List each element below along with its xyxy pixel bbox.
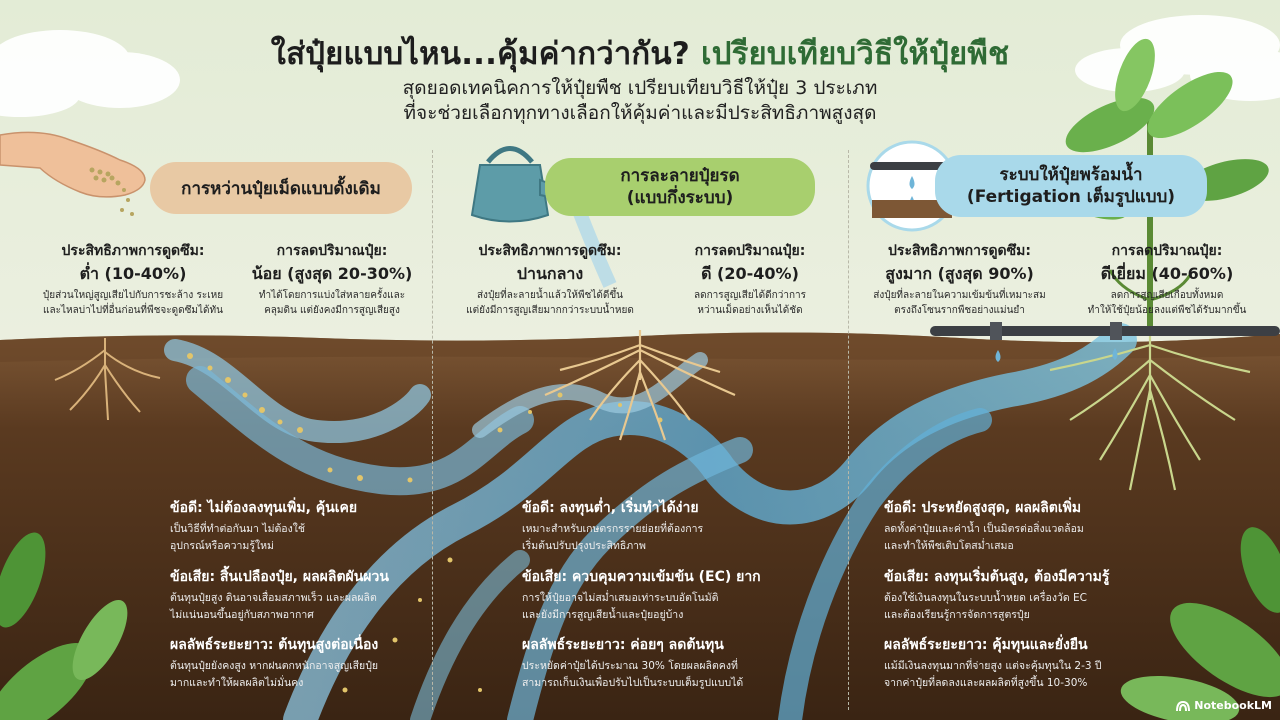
stat-desc-line-2: คลุมดิน แต่ยังคงมีการสูญเสียสูง — [264, 305, 400, 316]
title-main: ใส่ปุ๋ยแบบไหน...คุ้มค่ากว่ากัน? — [270, 36, 690, 72]
page-title: ใส่ปุ๋ยแบบไหน...คุ้มค่ากว่ากัน? เปรียบเท… — [0, 28, 1280, 78]
column-divider — [848, 150, 849, 710]
cloud-left — [0, 30, 180, 117]
pros-line-2: และทำให้พืชเติบโตสม่ำเสมอ — [884, 540, 1014, 552]
stat-label: ประสิทธิภาพการดูดซึม: — [61, 243, 205, 259]
longterm-line-1: ประหยัดค่าปุ๋ยได้ประมาณ 30% โดยผลผลิตคงท… — [522, 660, 738, 672]
pros-line-2: เริ่มต้นปรับปรุงประสิทธิภาพ — [522, 540, 646, 552]
cons-title: ข้อเสีย: ควบคุมความเข้มข้น (EC) ยาก — [522, 569, 761, 585]
roots-middle — [544, 330, 736, 441]
brand-name: NotebookLM — [1194, 699, 1272, 712]
method-1-title: การหว่านปุ๋ยเม็ดแบบดั้งเดิม — [150, 162, 412, 214]
stat-label: ประสิทธิภาพการดูดซึม: — [478, 243, 622, 259]
stat-desc-line-1: ทำได้โดยการแบ่งใส่หลายครั้งและ — [258, 290, 406, 301]
drip-icon-illustration — [866, 140, 958, 232]
method-1-stat-reduction: การลดปริมาณปุ๋ย: น้อย (สูงสุด 20-30%) ทำ… — [232, 240, 432, 317]
method-1-cons: ข้อเสีย: สิ้นเปลืองปุ๋ย, ผลผลิตผันผวน ต้… — [170, 566, 450, 622]
method-3-title: ระบบให้ปุ๋ยพร้อมน้ำ (Fertigation เต็มรูป… — [935, 155, 1207, 217]
water-flows — [164, 323, 1137, 720]
stat-desc-line-1: ส่งปุ๋ยที่ละลายน้ำแล้วให้พืชได้ดีขึ้น — [476, 290, 624, 301]
stat-desc-line-2: ตรงถึงโซนรากพืชอย่างแม่นยำ — [894, 305, 1025, 316]
longterm-line-2: จากค่าปุ๋ยที่ลดลงและผลผลิตที่สูงขึ้น 10-… — [884, 677, 1088, 689]
stat-value: น้อย (สูงสุด 20-30%) — [251, 264, 413, 283]
stat-value: สูงมาก (สูงสุด 90%) — [885, 264, 1034, 283]
notebooklm-logo-icon — [1176, 700, 1191, 711]
stat-label: การลดปริมาณปุ๋ย: — [276, 243, 388, 259]
title-accent: เปรียบเทียบวิธีให้ปุ๋ยพืช — [700, 36, 1010, 72]
brand-badge: NotebookLM — [1176, 699, 1272, 712]
stat-label: ประสิทธิภาพการดูดซึม: — [888, 243, 1031, 259]
stat-desc-line-2: ทำให้ใช้ปุ๋ยน้อยลงแต่พืชได้รับมากขึ้น — [1087, 305, 1247, 316]
roots-left — [54, 338, 161, 421]
method-1-pros: ข้อดี: ไม่ต้องลงทุนเพิ่ม, คุ้นเคย เป็นวิ… — [170, 497, 450, 553]
stat-desc-line-2: หว่านเม็ดอย่างเห็นได้ชัด — [697, 305, 803, 316]
method-3-pros: ข้อดี: ประหยัดสูงสุด, ผลผลิตเพิ่ม ลดทั้ง… — [884, 497, 1164, 553]
method-3-cons: ข้อเสีย: ลงทุนเริ่มต้นสูง, ต้องมีความรู้… — [884, 566, 1164, 622]
method-1-longterm: ผลลัพธ์ระยะยาว: ต้นทุนสูงต่อเนื่อง ต้นทุ… — [170, 634, 450, 690]
pros-title: ข้อดี: ไม่ต้องลงทุนเพิ่ม, คุ้นเคย — [170, 500, 358, 516]
method-1-title-line-1: การหว่านปุ๋ยเม็ดแบบดั้งเดิม — [181, 178, 381, 199]
longterm-line-1: แม้มีเงินลงทุนมากที่จ่ายสูง แต่จะคุ้มทุน… — [884, 660, 1102, 672]
method-3-title-line-2: (Fertigation เต็มรูปแบบ) — [966, 187, 1176, 207]
pros-line-1: ลดทั้งค่าปุ๋ยและค่าน้ำ เป็นมิตรต่อสิ่งแว… — [884, 523, 1084, 535]
stat-desc-line-1: ลดการสูญเสียเกือบทั้งหมด — [1110, 290, 1224, 301]
cloud-right — [1075, 15, 1280, 101]
cons-title: ข้อเสีย: สิ้นเปลืองปุ๋ย, ผลผลิตผันผวน — [170, 569, 389, 585]
stat-value: ต่ำ (10-40%) — [79, 264, 187, 283]
method-2-cons: ข้อเสีย: ควบคุมความเข้มข้น (EC) ยาก การใ… — [522, 566, 802, 622]
column-divider — [432, 150, 433, 710]
stat-desc-line-1: ปุ๋ยส่วนใหญ่สูญเสียไปกับการชะล้าง ระเหย — [42, 290, 224, 301]
cons-line-1: ต้องใช้เงินลงทุนในระบบน้ำหยด เครื่องวัด … — [884, 592, 1087, 604]
stat-desc-line-1: ลดการสูญเสียได้ดีกว่าการ — [693, 290, 806, 301]
method-2-title-line-1: การละลายปุ๋ยรด — [620, 166, 740, 186]
pros-line-1: เหมาะสำหรับเกษตรกรรายย่อยที่ต้องการ — [522, 523, 704, 535]
longterm-line-2: สามารถเก็บเงินเพื่อปรับไปเป็นระบบเต็มรูป… — [522, 677, 744, 689]
cons-line-1: การให้ปุ๋ยอาจไม่สม่ำเสมอเท่าระบบอัตโนมัต… — [522, 592, 719, 604]
pros-title: ข้อดี: ประหยัดสูงสุด, ผลผลิตเพิ่ม — [884, 500, 1082, 516]
method-1-stat-absorption: ประสิทธิภาพการดูดซึม: ต่ำ (10-40%) ปุ๋ยส… — [18, 240, 248, 317]
subtitle-line-2: ที่จะช่วยเลือกทุกทางเลือกให้คุ้มค่าและมี… — [403, 102, 877, 124]
method-3-longterm: ผลลัพธ์ระยะยาว: คุ้มทุนและยั่งยืน แม้มีเ… — [884, 634, 1164, 690]
longterm-title: ผลลัพธ์ระยะยาว: ต้นทุนสูงต่อเนื่อง — [170, 637, 379, 653]
stat-value: ดีเยี่ยม (40-60%) — [1100, 264, 1234, 283]
cons-line-2: ไม่แน่นอนขึ้นอยู่กับสภาพอากาศ — [170, 609, 314, 621]
method-3-title-line-1: ระบบให้ปุ๋ยพร้อมน้ำ — [999, 165, 1143, 185]
hand-illustration — [0, 131, 146, 216]
method-2-longterm: ผลลัพธ์ระยะยาว: ค่อยๆ ลดต้นทุน ประหยัดค่… — [522, 634, 802, 690]
leaves-bottom-right — [1120, 527, 1280, 720]
stat-value: ปานกลาง — [516, 264, 584, 283]
longterm-line-2: มากและทำให้ผลผลิตไม่มั่นคง — [170, 677, 304, 689]
stat-label: การลดปริมาณปุ๋ย: — [1111, 243, 1223, 259]
method-2-title-line-2: (แบบกึ่งระบบ) — [626, 188, 734, 208]
stat-desc-line-2: และไหลบ่าไปที่อื่นก่อนที่พืชจะดูดซึมได้ท… — [43, 305, 223, 316]
method-2-title: การละลายปุ๋ยรด (แบบกึ่งระบบ) — [545, 158, 815, 216]
page-subtitle: สุดยอดเทคนิคการให้ปุ๋ยพืช เปรียบเทียบวิธ… — [290, 76, 990, 126]
stat-desc-line-2: แต่ยังมีการสูญเสียมากกว่าระบบน้ำหยด — [466, 305, 634, 316]
method-2-pros: ข้อดี: ลงทุนต่ำ, เริ่มทำได้ง่าย เหมาะสำห… — [522, 497, 802, 553]
method-2-stat-reduction: การลดปริมาณปุ๋ย: ดี (20-40%) ลดการสูญเสี… — [660, 240, 840, 317]
longterm-line-1: ต้นทุนปุ๋ยยังคงสูง หากฝนตกหนักอาจสูญเสีย… — [170, 660, 379, 672]
stat-label: การลดปริมาณปุ๋ย: — [694, 243, 806, 259]
subtitle-line-1: สุดยอดเทคนิคการให้ปุ๋ยพืช เปรียบเทียบวิธ… — [402, 77, 878, 99]
pros-line-1: เป็นวิธีที่ทำต่อกันมา ไม่ต้องใช้ — [170, 523, 305, 535]
roots-right — [1049, 330, 1251, 491]
method-3-stat-absorption: ประสิทธิภาพการดูดซึม: สูงมาก (สูงสุด 90%… — [852, 240, 1067, 317]
drip-pipe — [930, 322, 1280, 362]
method-2-stat-absorption: ประสิทธิภาพการดูดซึม: ปานกลาง ส่งปุ๋ยที่… — [440, 240, 660, 317]
cons-line-2: และต้องเรียนรู้การจัดการสูตรปุ๋ย — [884, 609, 1030, 621]
cons-line-2: และยังมีการสูญเสียน้ำและปุ๋ยอยู่บ้าง — [522, 609, 684, 621]
pros-line-2: อุปกรณ์หรือความรู้ใหม่ — [170, 540, 274, 552]
stat-value: ดี (20-40%) — [701, 264, 799, 283]
cons-title: ข้อเสีย: ลงทุนเริ่มต้นสูง, ต้องมีความรู้ — [884, 569, 1110, 585]
fertilizer-granules — [187, 353, 663, 693]
method-3-stat-reduction: การลดปริมาณปุ๋ย: ดีเยี่ยม (40-60%) ลดการ… — [1062, 240, 1272, 317]
pros-title: ข้อดี: ลงทุนต่ำ, เริ่มทำได้ง่าย — [522, 500, 699, 516]
longterm-title: ผลลัพธ์ระยะยาว: ค่อยๆ ลดต้นทุน — [522, 637, 724, 653]
stat-desc-line-1: ส่งปุ๋ยที่ละลายในความเข้มข้นที่เหมาะสม — [873, 290, 1046, 301]
leaves-bottom-left — [0, 532, 128, 720]
longterm-title: ผลลัพธ์ระยะยาว: คุ้มทุนและยั่งยืน — [884, 637, 1088, 653]
cons-line-1: ต้นทุนปุ๋ยสูง ดินอาจเสื่อมสภาพเร็ว และผล… — [170, 592, 377, 604]
